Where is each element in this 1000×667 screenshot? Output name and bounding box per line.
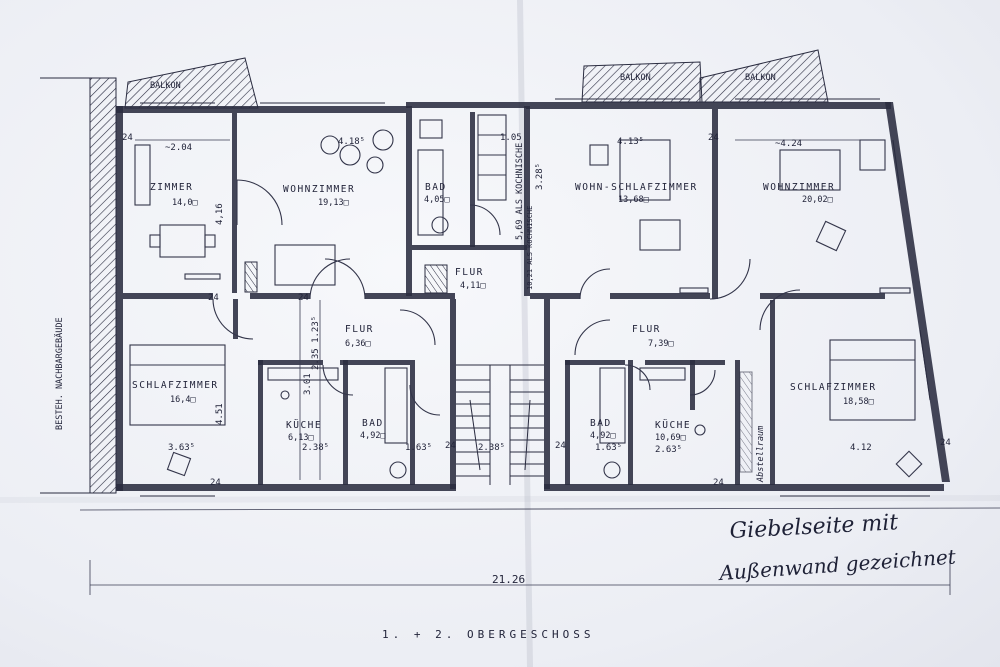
dim-3-01: 3.01 — [303, 373, 313, 395]
dim-4-16: 4,16 — [215, 203, 225, 225]
room-area-bad-left-top: 4,05□ — [424, 195, 450, 205]
interior-walls — [123, 106, 885, 489]
room-name-flur-center: FLUR — [455, 267, 484, 278]
staircase — [456, 364, 544, 485]
room-area-flur-right: 7,39□ — [648, 339, 674, 349]
dim-24-g: 24 — [555, 441, 566, 451]
room-name-schlafzimmer-left: SCHLAFZIMMER — [132, 380, 219, 391]
room-area-wohnzimmer-right: 20,02□ — [802, 195, 833, 205]
room-area-wohnzimmer-left: 19,13□ — [318, 198, 349, 208]
room-area-flur-left: 6,36□ — [345, 339, 371, 349]
room-area-zimmer-left: 14,0□ — [172, 198, 198, 208]
paper-fold — [0, 495, 1000, 503]
dim-4-13: 4.13⁵ — [617, 137, 644, 147]
dim-2-35: 2.35 1.23⁵ — [311, 316, 321, 370]
shaft — [424, 264, 448, 294]
dim-4-12: 4.12 — [850, 443, 872, 453]
dim-2-38a: 2.38⁵ — [302, 443, 329, 453]
room-name-wohnzimmer-right: WOHNZIMMER — [763, 182, 835, 193]
dim-1-05: 1.05 — [500, 133, 522, 143]
dim-24-h: 24 — [210, 478, 221, 488]
dim-2-04: ~2.04 — [165, 143, 192, 153]
room-labels: ZIMMER 14,0□ WOHNZIMMER 19,13□ BAD 4,05□… — [132, 182, 877, 443]
furniture — [129, 114, 923, 479]
handwritten-note-line2: Außenwand gezeichnet — [717, 544, 958, 585]
dim-1-63b: 1.63⁵ — [595, 443, 622, 453]
room-area-kueche-right: 10,69□ — [655, 433, 686, 443]
balcony-left-label: BALKON — [150, 81, 181, 91]
dim-4-51: 4.51 — [215, 403, 225, 425]
dim-total: 21.26 — [492, 573, 525, 586]
room-area-schlafzimmer-left: 16,4□ — [170, 395, 196, 405]
balcony-middle-label: BALKON — [620, 73, 651, 83]
balcony-right-label: BALKON — [745, 73, 776, 83]
dim-24-i: 24 — [713, 478, 724, 488]
room-area-kueche-left: 6,13□ — [288, 433, 314, 443]
room-name-kueche-right: KÜCHE — [655, 420, 691, 431]
room-name-bad-left-top: BAD — [425, 182, 447, 193]
room-name-zimmer-left: ZIMMER — [150, 182, 193, 193]
dimension-labels: ~2.04 4,16 4.18⁵ 1.05 4.13⁵ ~4.24 24 24 … — [122, 133, 951, 586]
sep-kochnische-note: 10,21 ALS KOCHNISCHE — [526, 206, 534, 290]
dim-2-63: 2.63⁵ — [655, 445, 682, 455]
dim-24-c: 24 — [208, 293, 219, 303]
neighbour-building-label: BESTEH. NACHBARGEBÄUDE — [54, 317, 65, 430]
dim-2-38b: 2.38⁵ — [478, 443, 505, 453]
room-area-flur-center: 4,11□ — [460, 281, 486, 291]
room-name-wohnzimmer-left: WOHNZIMMER — [283, 184, 355, 195]
room-name-flur-right: FLUR — [632, 324, 661, 335]
dim-24-b: 24 — [708, 133, 719, 143]
room-area-bad-left-bottom: 4,92□ — [360, 431, 386, 441]
room-area-schlafzimmer-right: 18,58□ — [843, 397, 874, 407]
abstellraum-note: Abstellraum — [756, 426, 766, 483]
windows — [140, 98, 931, 497]
dim-24-d: 24 — [298, 293, 309, 303]
dim-3-63: 3.63⁵ — [168, 443, 195, 453]
dim-24-a: 24 — [122, 133, 133, 143]
room-name-flur-left: FLUR — [345, 324, 374, 335]
abstellraum-hatch — [739, 371, 753, 473]
dim-3-28: 3.28⁵ — [535, 163, 545, 190]
outer-walls — [116, 102, 950, 491]
room-area-bad-right: 4,92□ — [590, 431, 616, 441]
room-name-bad-right: BAD — [590, 418, 612, 429]
dim-24-e: 24 — [940, 438, 951, 448]
dimension-lines — [79, 139, 1000, 595]
room-name-bad-left-bottom: BAD — [362, 418, 384, 429]
plan-title: 1. + 2. OBERGESCHOSS — [382, 628, 594, 641]
room-name-kueche-left: KÜCHE — [286, 420, 322, 431]
room-area-wohn-schlafzimmer: 13,68□ — [618, 195, 649, 205]
room-name-wohn-schlafzimmer: WOHN-SCHLAFZIMMER — [575, 182, 698, 193]
kochnische-note: 5,69 ALS KOCHNISCHE — [515, 143, 525, 240]
dim-4-18: 4.18⁵ — [338, 137, 365, 147]
dim-1-63a: 1.63⁵ — [405, 443, 432, 453]
handwritten-note-line1: Giebelseite mit — [729, 510, 899, 544]
room-name-schlafzimmer-right: SCHLAFZIMMER — [790, 382, 877, 393]
dim-24-f: 24 — [445, 441, 456, 451]
paper-fold — [517, 0, 533, 667]
shaft — [244, 261, 258, 293]
balcony-left — [124, 57, 259, 109]
neighbour-building — [40, 77, 117, 494]
dim-4-24: ~4.24 — [775, 139, 802, 149]
door-swings — [212, 179, 801, 416]
